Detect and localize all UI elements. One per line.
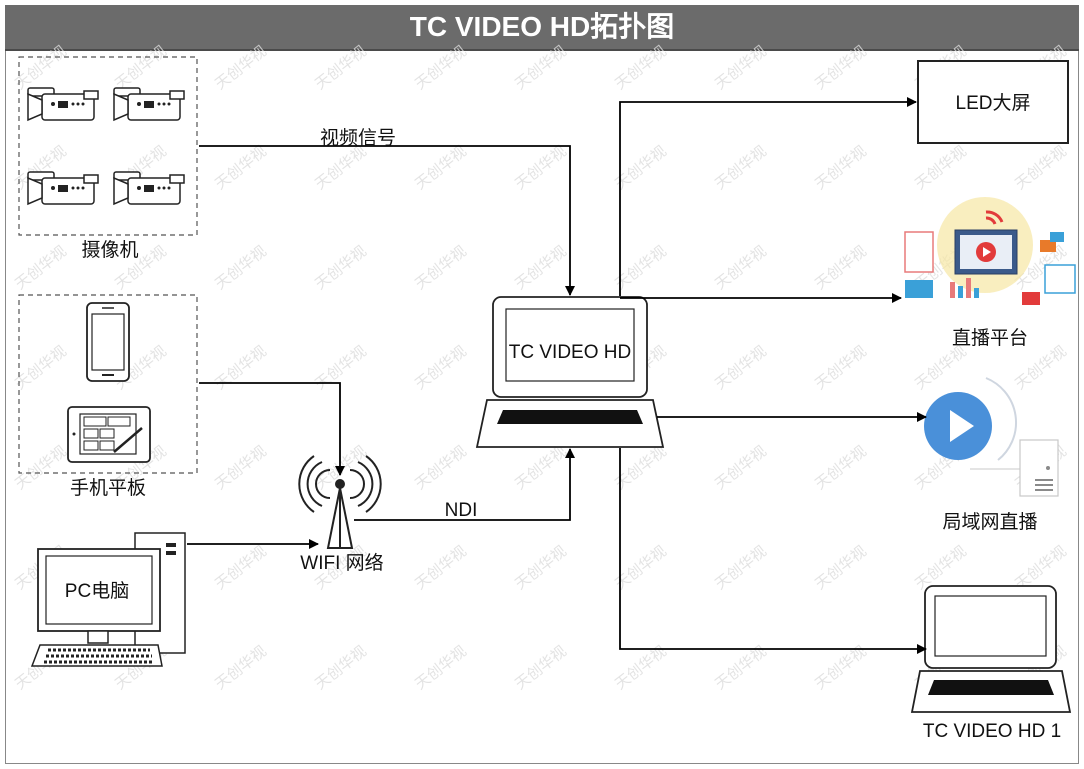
mobile-label: 手机平板 [70,477,146,499]
watermark-text: 天创华视 [212,443,270,493]
edge-wifi-to-center [354,448,575,521]
watermark-text: 天创华视 [12,343,70,393]
watermark-text: 天创华视 [312,43,370,93]
watermark-text: 天创华视 [412,143,470,193]
watermark-text: 天创华视 [212,543,270,593]
watermark-text: 天创华视 [712,643,770,693]
watermark-text: 天创华视 [12,443,70,493]
camera-icon [113,171,185,205]
lan-play-icon [924,377,1059,497]
watermark-text: 天创华视 [1012,343,1070,393]
watermark-text: 天创华视 [712,343,770,393]
center-laptop-icon [475,296,665,448]
watermark-text: 天创华视 [812,43,870,93]
watermark-text: 天创华视 [612,43,670,93]
watermark-text: 天创华视 [312,643,370,693]
led-label: LED大屏 [956,92,1031,114]
client-label: TC VIDEO HD 1 [923,721,1061,742]
edge-center-to-client [619,448,927,654]
watermark-text: 天创华视 [412,543,470,593]
watermark-text: 天创华视 [812,643,870,693]
watermark-text: 天创华视 [312,143,370,193]
watermark-text: 天创华视 [412,43,470,93]
watermark-text: 天创华视 [412,243,470,293]
watermark-text: 天创华视 [212,343,270,393]
watermark-text: 天创华视 [712,443,770,493]
watermark-text: 天创华视 [212,43,270,93]
live-platform-icon [904,197,1076,305]
watermark-text: 天创华视 [812,143,870,193]
tablet-icon [67,406,151,463]
watermark-text: 天创华视 [212,243,270,293]
wifi-antenna-icon [298,455,382,549]
watermark-text: 天创华视 [412,443,470,493]
watermark-text: 天创华视 [412,643,470,693]
led-screen-box [917,60,1069,144]
watermark-text: 天创华视 [912,343,970,393]
cameras-group-box [18,56,198,236]
diagram-border [5,51,1079,764]
live-label: 直播平台 [952,327,1028,349]
watermark-text: 天创华视 [512,443,570,493]
watermark-text: 天创华视 [712,243,770,293]
client-laptop-icon [910,585,1072,713]
watermark-text: 天创华视 [512,143,570,193]
watermark-text: 天创华视 [412,343,470,393]
edge-cameras-to-center [199,145,575,296]
watermark-text: 天创华视 [712,143,770,193]
watermark-text: 天创华视 [812,243,870,293]
ndi-label: NDI [445,500,478,521]
camera-icon [27,87,99,121]
watermark-text: 天创华视 [512,643,570,693]
watermark-text: 天创华视 [912,143,970,193]
camera-icon [113,87,185,121]
watermark-text: 天创华视 [812,343,870,393]
phone-icon [86,302,130,382]
center-label: TC VIDEO HD [509,342,631,363]
edge-mobile-to-wifi [199,382,345,476]
video-signal-label: 视频信号 [320,127,396,149]
watermark-text: 天创华视 [212,143,270,193]
pc-icon [30,532,186,667]
watermark-text: 天创华视 [712,543,770,593]
connectors [187,97,927,654]
watermark-text: 天创华视 [12,243,70,293]
mobile-group-box [18,294,198,474]
watermark-text: 天创华视 [512,543,570,593]
watermark-text: 天创华视 [12,43,70,93]
watermark-text: 天创华视 [812,443,870,493]
watermark-text: 天创华视 [212,643,270,693]
watermark-text: 天创华视 [512,43,570,93]
watermark-text: 天创华视 [712,43,770,93]
lan-label: 局域网直播 [942,511,1037,533]
wifi-label: WIFI 网络 [300,552,383,574]
page-title: TC VIDEO HD拓扑图 [5,5,1079,51]
cameras-label: 摄像机 [81,239,138,261]
edge-center-to-led [619,97,917,296]
camera-icon [27,171,99,205]
watermark-text: 天创华视 [512,243,570,293]
watermark-text: 天创华视 [1012,143,1070,193]
watermark-text: 天创华视 [812,543,870,593]
pc-label: PC电脑 [65,580,129,602]
watermark-text: 天创华视 [112,43,170,93]
watermark-text: 天创华视 [312,243,370,293]
watermark-text: 天创华视 [612,643,670,693]
